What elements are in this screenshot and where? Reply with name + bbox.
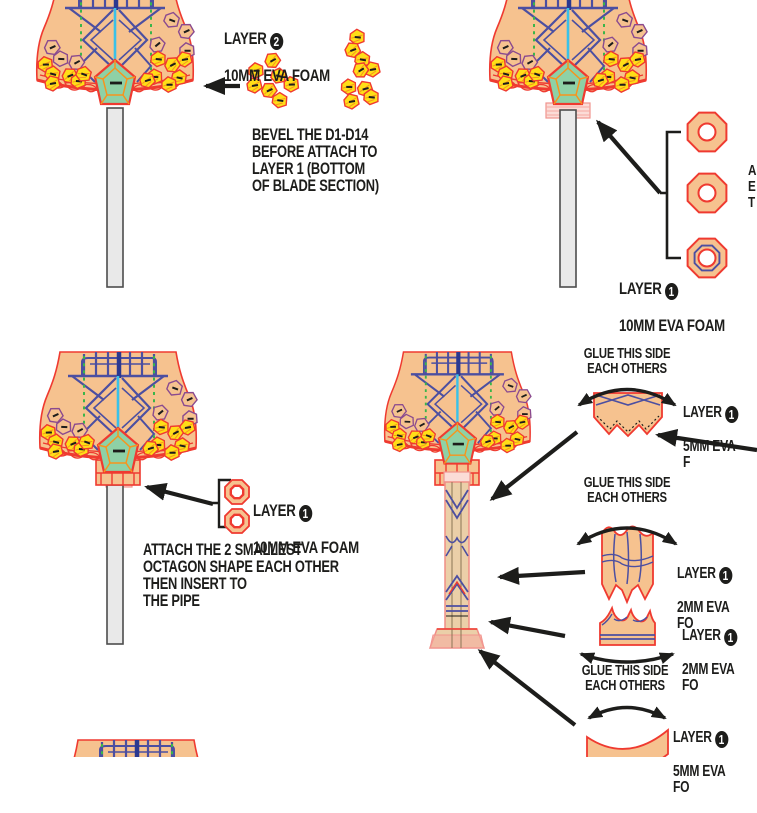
note-bevel-top-left: BEVEL THE D1-D14 BEFORE ATTACH TO LAYER …: [252, 126, 379, 196]
layer-1-badge: 1: [664, 282, 678, 300]
blade-section-bottom-right: [385, 352, 533, 464]
material-label: 2MM EVA FO: [682, 661, 735, 695]
arrow-to-handle-top: [489, 430, 579, 501]
material-label: 10MM EVA FOAM: [224, 66, 330, 86]
clipped-edge-text-top-right: A E T: [748, 162, 757, 211]
arrow-to-handle-lower: [488, 616, 566, 639]
handle-bottom-right: [428, 481, 486, 649]
arrow-octagons-to-pipe-top-right: [596, 119, 662, 195]
arrow-to-handle-middle: [497, 566, 586, 585]
foam-piece-notched: [593, 392, 663, 438]
material-label: 10MM EVA FOAM: [619, 316, 725, 336]
arrow-arc-to-handle-base: [477, 649, 577, 727]
instruction-sheet: { "panels": { "tl": { "layer": "LAYER", …: [0, 0, 757, 796]
glue-arrow-crown-piece: [579, 652, 675, 664]
blade-section-top-left: [37, 0, 196, 104]
layer-1-badge: 1: [723, 629, 738, 647]
material-label: 2MM EVA FO: [677, 599, 730, 633]
glue-note-3: GLUE THIS SIDE EACH OTHERS: [581, 663, 669, 695]
layer-1-badge: 1: [724, 406, 739, 424]
layer-label: LAYER: [619, 278, 662, 298]
layer-label: LAYER: [682, 627, 721, 645]
diagram-artwork: [0, 0, 757, 757]
layer-1-badge: 1: [714, 731, 729, 749]
note-attach-octagons: ATTACH THE 2 SMALLEST OCTAGON SHAPE EACH…: [143, 541, 339, 611]
octagon-pieces-bottom-left: [213, 478, 251, 535]
glue-arrow-arc-piece: [587, 705, 667, 720]
layer-1-badge: 1: [718, 567, 733, 585]
blade-section-top-right: [490, 0, 649, 104]
arrow-octagons-to-pipe-bottom-left: [144, 483, 214, 507]
glue-arrow-notched-piece: [577, 387, 677, 407]
layer-2-badge: 2: [269, 32, 283, 50]
layer-label: LAYER: [677, 565, 716, 583]
glue-arrow-spiky-piece: [576, 526, 678, 546]
material-label: 10MM EVA FOAM: [253, 538, 359, 558]
pipe-bottom-left: [106, 484, 124, 645]
glue-note-1: GLUE THIS SIDE EACH OTHERS: [583, 346, 671, 378]
layer-label: LAYER: [673, 729, 712, 747]
pipe-top-right: [559, 109, 577, 288]
layer-label: LAYER: [253, 500, 296, 520]
foam-piece-arc: [586, 728, 669, 757]
material-label: 5MM EVA F: [683, 438, 736, 472]
glue-note-2: GLUE THIS SIDE EACH OTHERS: [583, 475, 671, 507]
layer-label: LAYER: [683, 404, 722, 422]
layer-1-badge: 1: [298, 504, 312, 522]
layer-label: LAYER: [224, 28, 267, 48]
octagon-pieces-top-right: [660, 111, 728, 279]
foam-piece-crown: [599, 605, 656, 646]
foam-piece-spiky: [601, 525, 654, 605]
arrow-edge-to-notched-piece: [655, 428, 757, 453]
blade-section-partial-bottom: [58, 740, 217, 757]
pipe-top-left: [106, 107, 124, 288]
material-label: 5MM EVA FO: [673, 763, 726, 797]
loose-shards-cluster-right: [338, 27, 382, 110]
blade-section-bottom-left: [40, 352, 199, 472]
